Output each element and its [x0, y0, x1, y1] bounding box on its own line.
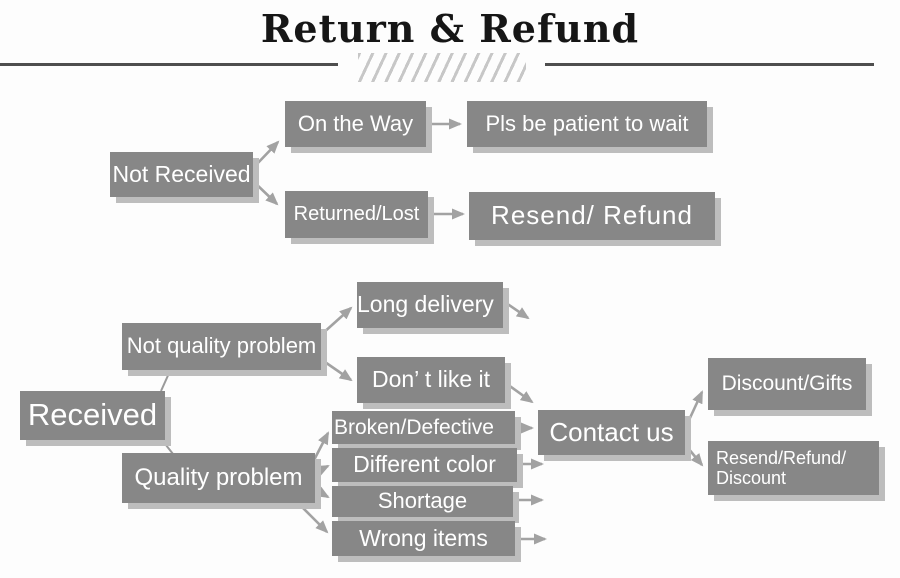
title-hatch-decoration	[358, 53, 526, 82]
node-shortage: Shortage	[332, 486, 513, 517]
node-contact-us: Contact us	[538, 410, 685, 455]
edge-quality-different-color	[315, 464, 330, 476]
node-on-the-way: On the Way	[285, 101, 426, 147]
edge-received-not-quality	[160, 370, 171, 392]
node-long-delivery: Long delivery	[357, 282, 503, 328]
title-rule-right	[545, 63, 874, 66]
edge-not-received-returned-lost	[254, 182, 279, 206]
edge-not-received-on-the-way	[254, 140, 280, 167]
node-discount-gifts: Discount/Gifts	[708, 358, 866, 410]
node-not-received: Not Received	[110, 152, 253, 197]
node-broken-defective: Broken/Defective	[332, 411, 515, 444]
edge-quality-broken	[311, 431, 330, 463]
edge-not-quality-dont-like	[321, 358, 353, 382]
page-title: Return & Refund	[260, 6, 640, 51]
node-resend-refund: Resend/ Refund	[469, 192, 715, 240]
title-rule-left	[0, 63, 338, 66]
edge-quality-wrong-items	[299, 504, 329, 534]
node-different-color: Different color	[332, 448, 517, 482]
edge-dont-like-contact	[506, 382, 534, 404]
node-pls-be-patient: Pls be patient to wait	[467, 101, 707, 147]
node-returned-lost: Returned/Lost	[285, 191, 428, 238]
node-quality-problem: Quality problem	[122, 453, 315, 503]
edge-long-delivery-out	[505, 301, 530, 320]
node-wrong-items: Wrong items	[332, 521, 515, 556]
node-not-quality-problem: Not quality problem	[122, 323, 321, 370]
node-resend-refund-discount: Resend/Refund/ Discount	[708, 441, 879, 495]
edge-contact-discount-gifts	[681, 390, 704, 434]
node-dont-like-it: Don’ t like it	[357, 357, 505, 403]
edge-contact-resend-discount	[681, 441, 704, 467]
edge-not-quality-long-delivery	[321, 306, 353, 335]
node-received: Received	[20, 391, 165, 440]
edge-received-quality	[161, 439, 174, 455]
edge-quality-shortage	[315, 486, 330, 499]
